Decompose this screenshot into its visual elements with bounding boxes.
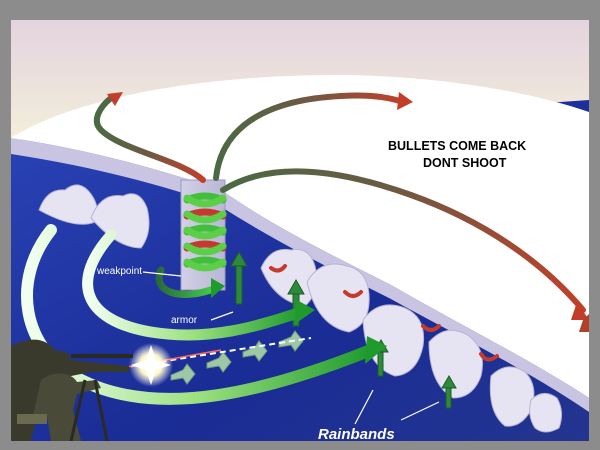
rainbands-label: Rainbands <box>318 426 395 441</box>
armor-label: armor <box>171 315 198 326</box>
soldier-silhouettes <box>11 339 133 441</box>
outflow-arrowheads <box>107 92 589 320</box>
hurricane-diagram: BULLETS COME BACK DONT SHOOT weakpoint a… <box>11 20 589 441</box>
rainband-red-curls <box>269 264 499 362</box>
annotation-line-1: BULLETS COME BACK <box>388 139 526 153</box>
outflow-arrows <box>93 92 586 313</box>
canopy-notch <box>579 314 589 332</box>
weakpoint-label: weakpoint <box>96 266 142 277</box>
eye-spiral <box>183 192 227 272</box>
inflow-arrowheads <box>211 278 387 364</box>
rainband-clouds <box>38 184 563 433</box>
muzzle-flash-star <box>131 345 171 385</box>
annotation-line-2: DONT SHOOT <box>423 156 507 170</box>
label-pointers <box>142 271 440 425</box>
